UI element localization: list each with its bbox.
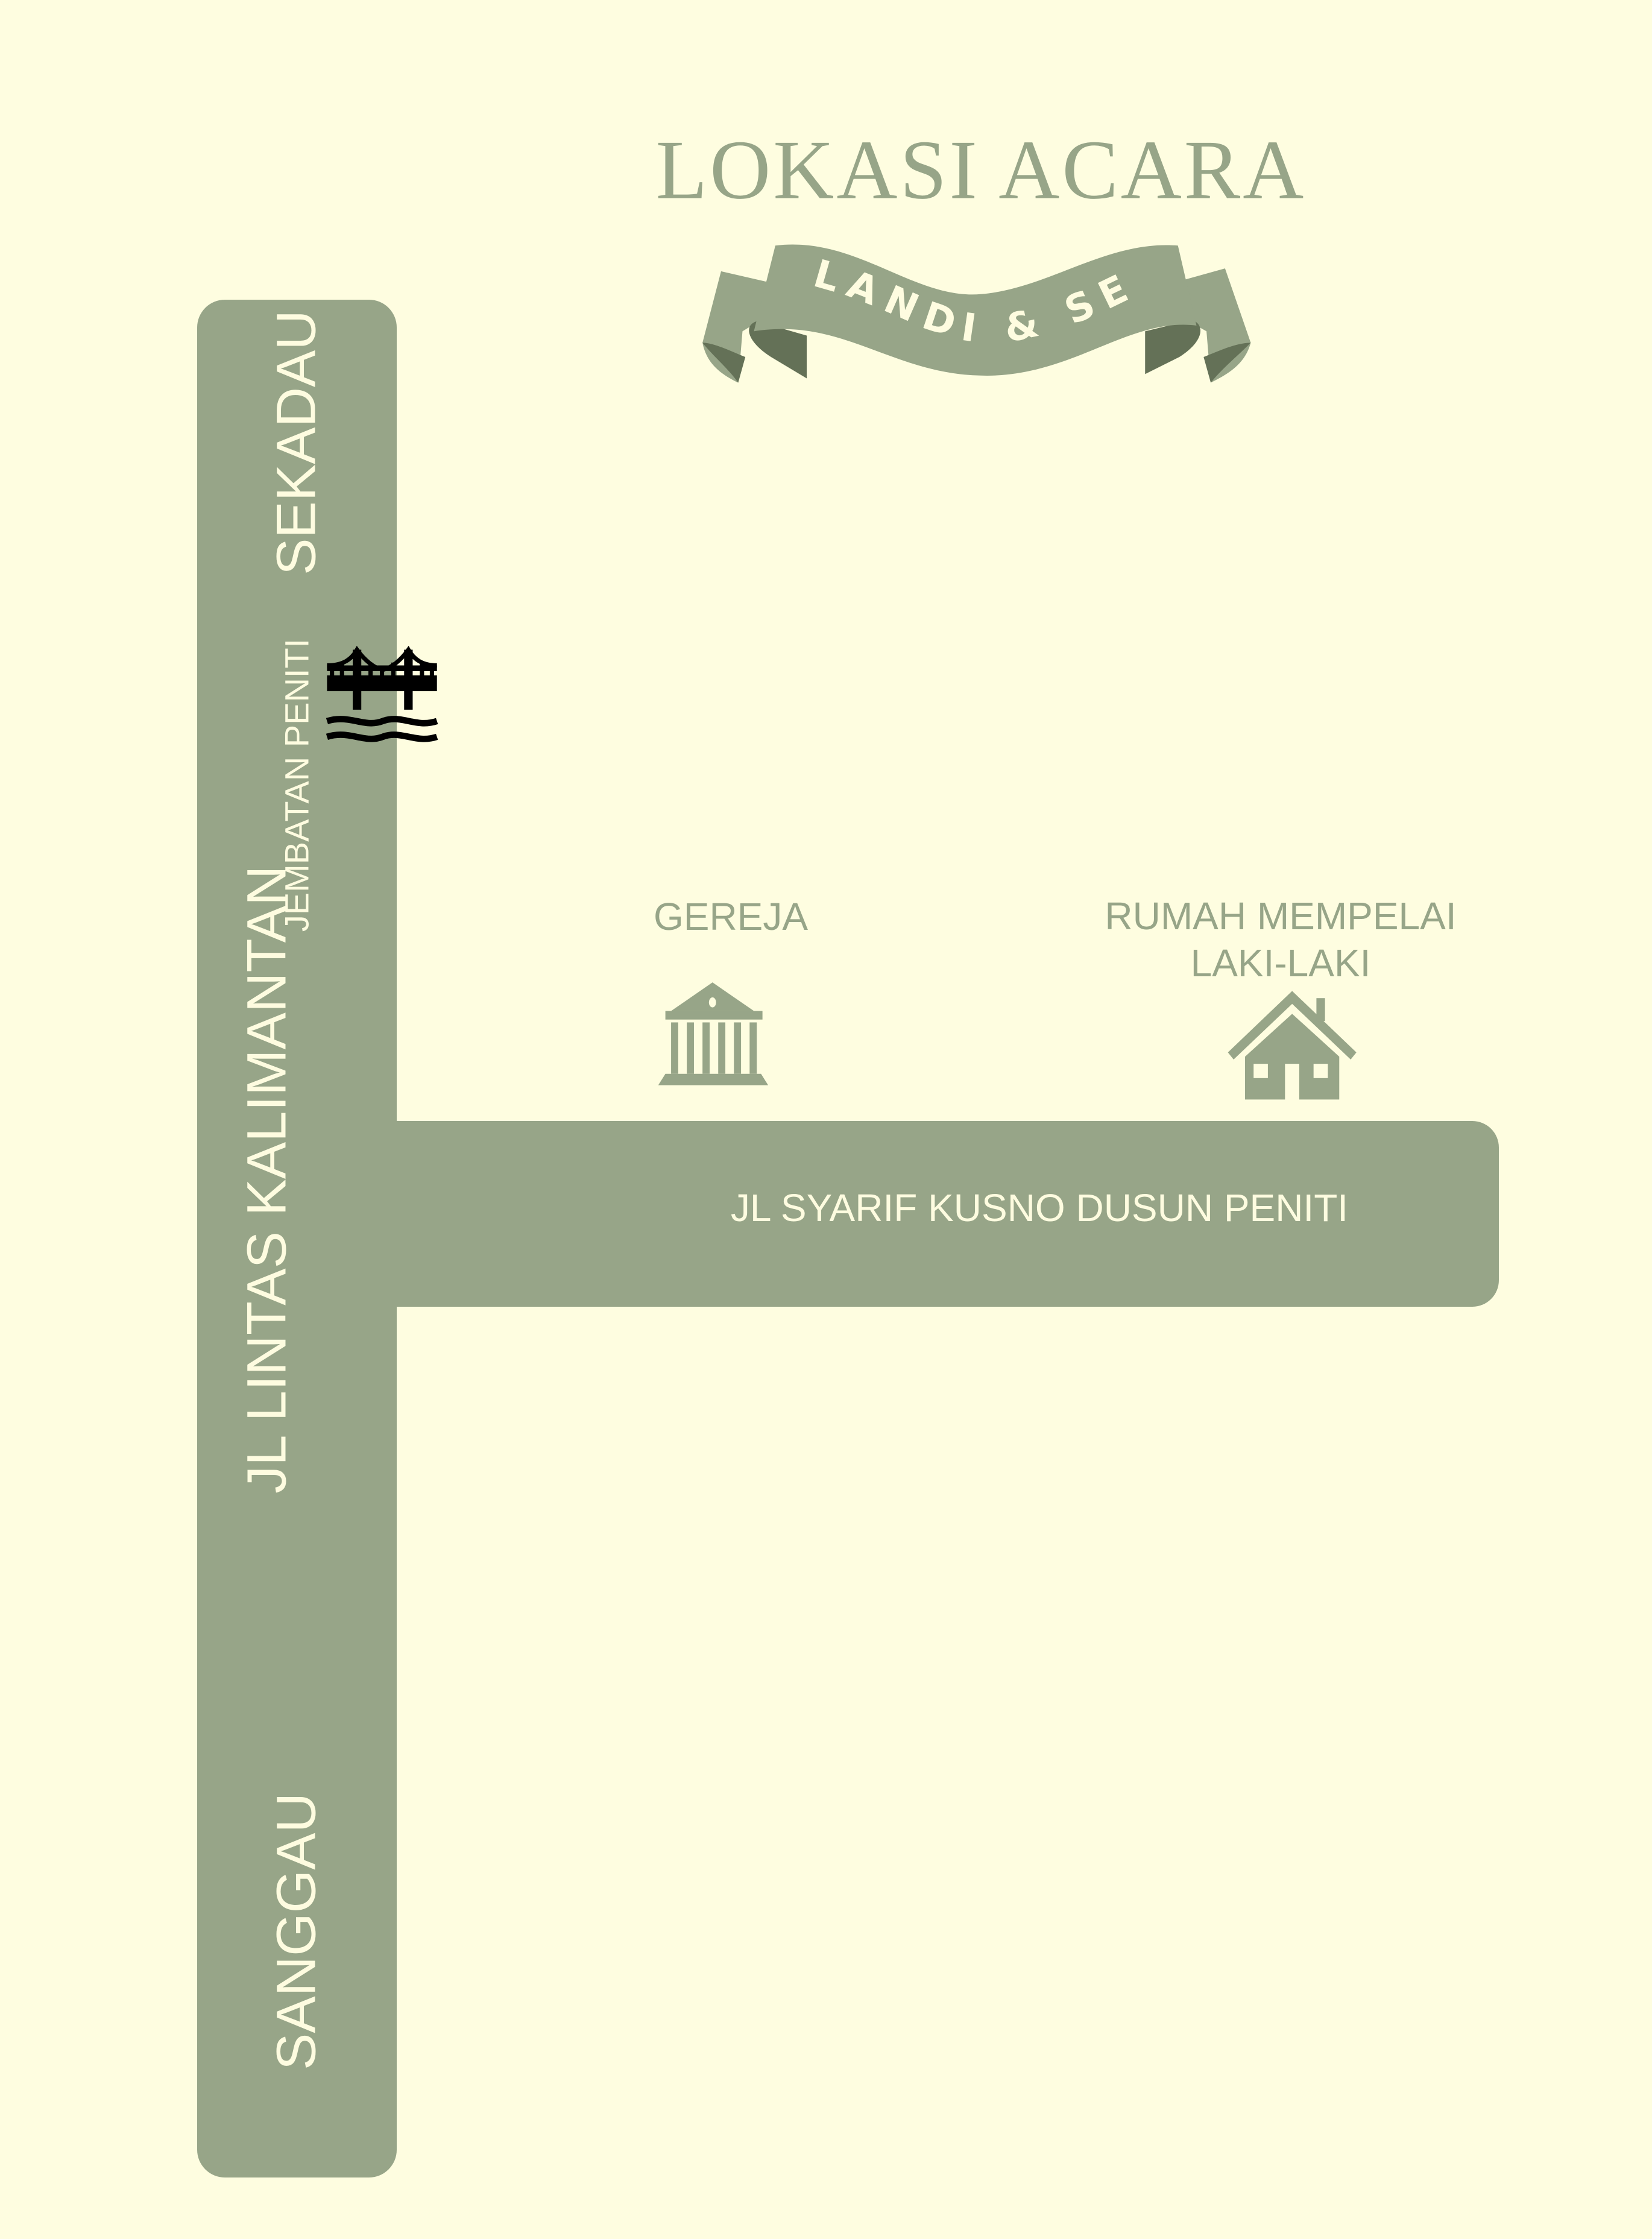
church-icon (658, 982, 769, 1085)
road-jl-lintas-kalimantan (197, 300, 397, 2177)
ribbon-right-fold (1203, 343, 1251, 383)
road-jl-syarif-kusno (386, 1121, 1499, 1307)
label-rumah-mempelai: RUMAH MEMPELAI LAKI-LAKI (1105, 892, 1456, 987)
label-rumah-line2: LAKI-LAKI (1190, 941, 1371, 985)
ribbon-right-fold-inner (1145, 320, 1201, 374)
bridge-icon (326, 645, 438, 742)
house-icon (1228, 991, 1357, 1100)
page-title: LOKASI ACARA (655, 123, 1307, 217)
label-rumah-line1: RUMAH MEMPELAI (1105, 894, 1457, 938)
ribbon-left-fold-inner (749, 321, 807, 379)
ribbon-main-band (754, 244, 1197, 376)
label-jl-syarif-kusno: JL SYARIF KUSNO DUSUN PENITI (730, 1186, 1349, 1230)
ribbon-banner: LANDI & SELA (0, 0, 1251, 383)
label-gereja: GEREJA (653, 895, 809, 938)
ribbon-left-fold (702, 343, 746, 383)
